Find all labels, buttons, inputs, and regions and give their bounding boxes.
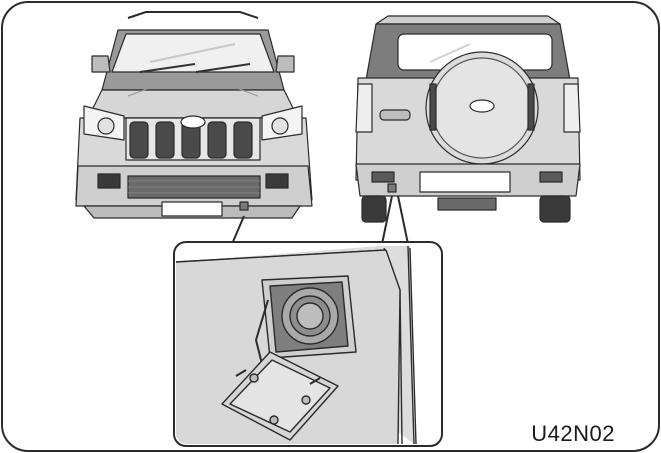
detail-inset: [173, 241, 443, 447]
fuel-filler-door-icon: [221, 275, 357, 441]
vehicle-front-icon: [75, 11, 313, 219]
vehicle-rear-icon: [355, 15, 581, 223]
figure-code-label: U42N02: [531, 421, 615, 446]
callout-pointers: [231, 195, 409, 245]
